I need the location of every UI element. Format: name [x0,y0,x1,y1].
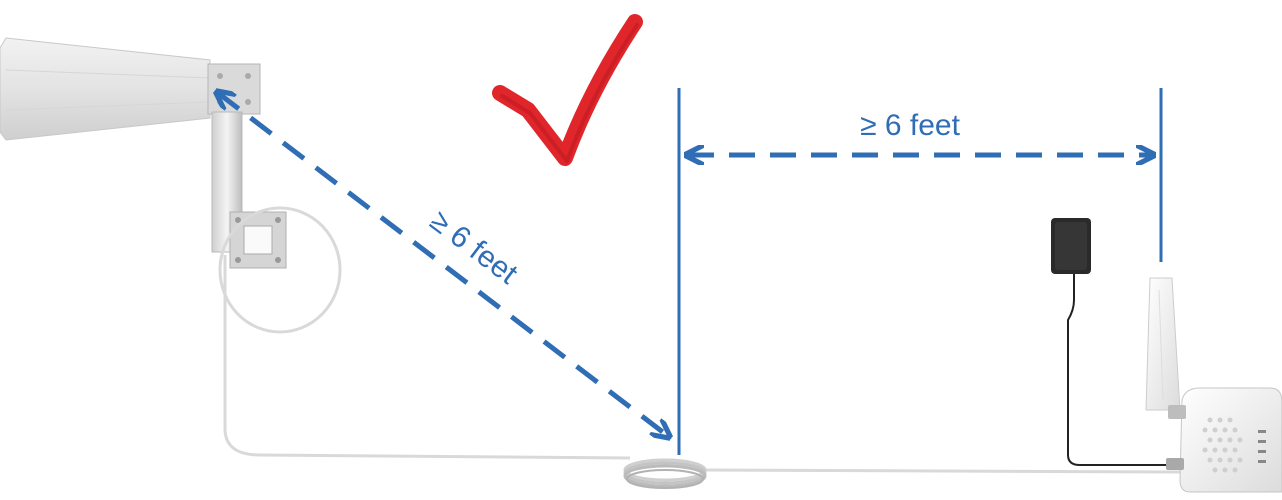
checkmark-icon [492,14,643,166]
antenna-cable [218,206,1181,474]
inside-antenna [1145,277,1181,411]
outside-antenna [0,37,211,141]
diagonal-distance-label: ≥ 6 feet [424,204,524,291]
power-adapter [1051,218,1175,466]
coiled-cable [623,458,707,489]
reference-lines [677,88,1163,455]
signal-booster [1166,387,1282,493]
horizontal-dimension: ≥ 6 feet [688,109,1152,155]
horizontal-distance-label: ≥ 6 feet [860,109,961,142]
